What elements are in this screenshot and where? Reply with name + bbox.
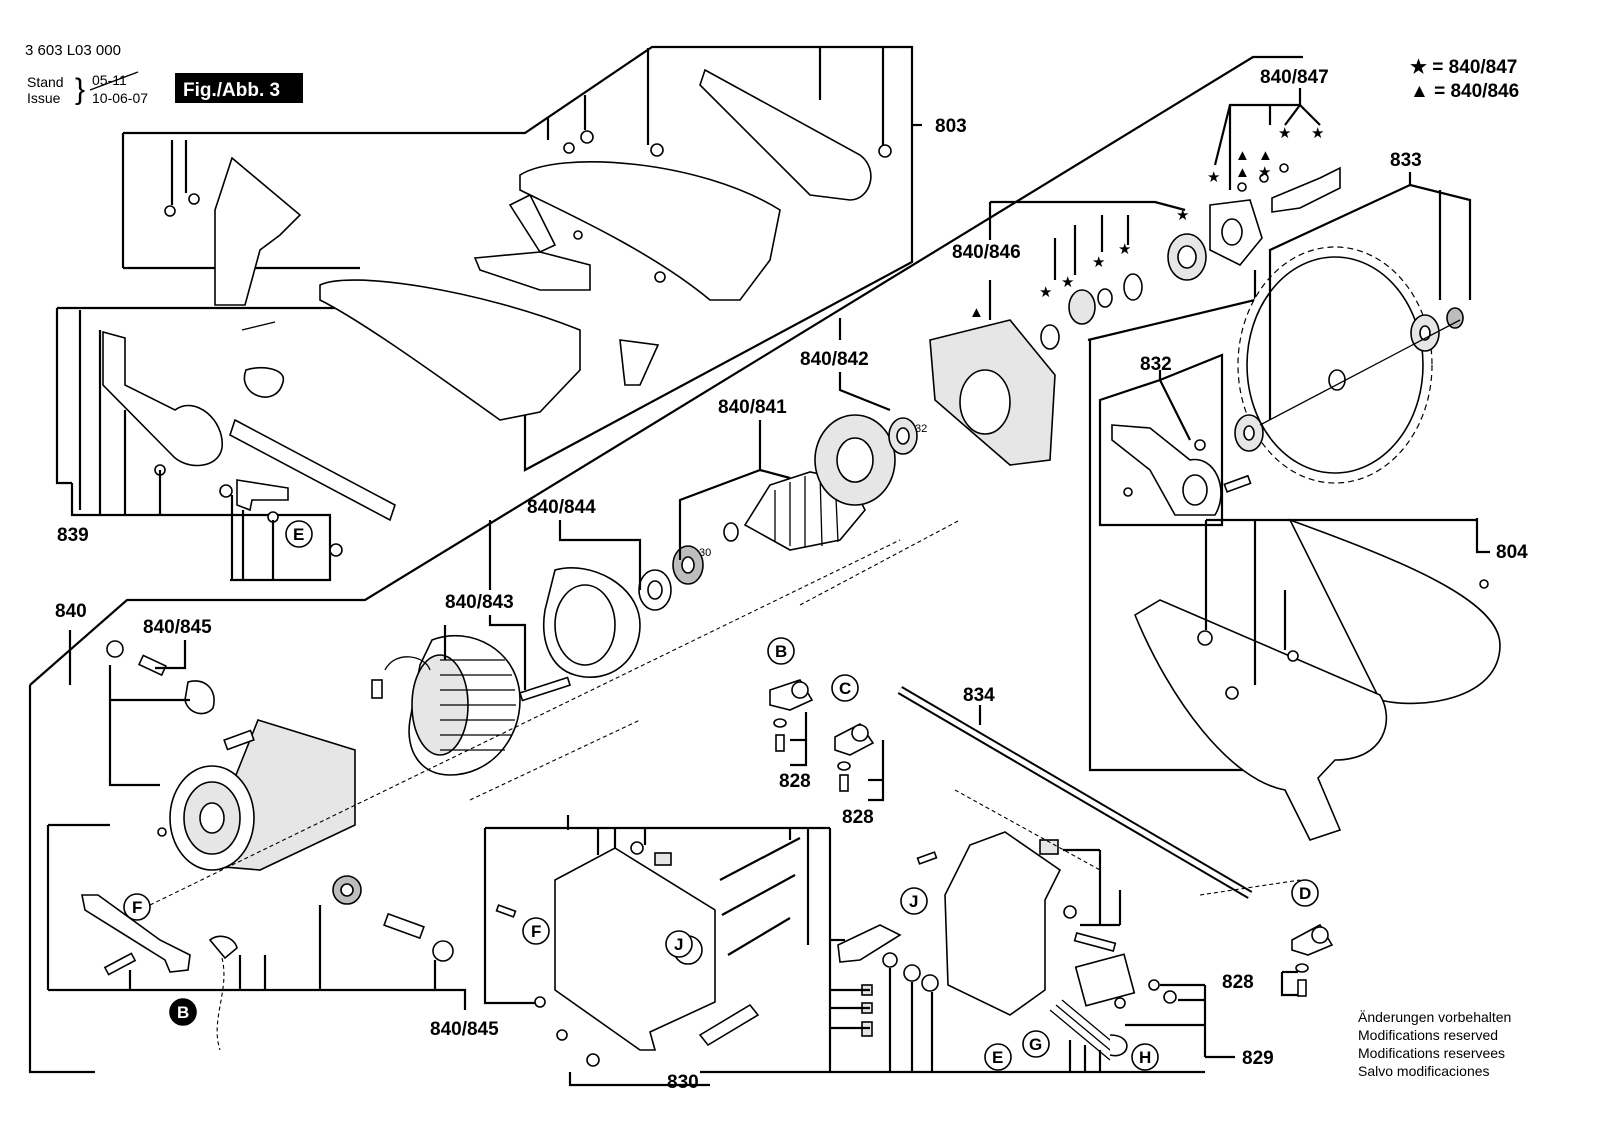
marker-c: C bbox=[839, 679, 851, 698]
note-spanish: Salvo modificaciones bbox=[1358, 1063, 1490, 1079]
dimension-30: 30 bbox=[699, 547, 711, 559]
svg-text:★: ★ bbox=[1311, 125, 1324, 142]
blade-guard-upper bbox=[164, 68, 892, 421]
boundary-839 bbox=[55, 308, 72, 485]
marker-f-right: F bbox=[531, 922, 541, 941]
callout-840-846: 840/846 bbox=[952, 242, 1021, 263]
marker-h: H bbox=[1139, 1048, 1151, 1067]
boundary-804 bbox=[1087, 270, 1257, 342]
riving-knife-assembly bbox=[102, 330, 396, 557]
svg-text:★: ★ bbox=[1176, 207, 1189, 224]
svg-text:★: ★ bbox=[1092, 254, 1105, 271]
callout-803: 803 bbox=[935, 116, 967, 137]
callout-840-844: 840/844 bbox=[527, 497, 596, 518]
issue-date: 10-06-07 bbox=[92, 90, 148, 106]
callout-840: 840 bbox=[55, 601, 87, 622]
svg-text:★: ★ bbox=[1039, 284, 1052, 301]
svg-text:▲: ▲ bbox=[1235, 164, 1250, 181]
motor-housing bbox=[81, 567, 641, 1051]
flange-bracket bbox=[1111, 424, 1252, 516]
armature-assembly: 32 30 bbox=[638, 163, 1341, 611]
note-english: Modifications reserved bbox=[1358, 1027, 1498, 1043]
connection-markers: B C D B E E F F G H J J bbox=[123, 520, 1319, 1071]
blade-guard-lower bbox=[1133, 518, 1501, 841]
dimension-32: 32 bbox=[915, 423, 927, 435]
callout-830: 830 bbox=[667, 1072, 699, 1093]
variant-markers: ★ ★ ▲ ▲ ▲ ★ ★ ★ ★ ★ ★ ★ ▲ bbox=[969, 125, 1324, 321]
callout-840-847: 840/847 bbox=[1260, 67, 1329, 88]
assembly-boundaries bbox=[28, 45, 1490, 1087]
callout-840-842: 840/842 bbox=[800, 349, 869, 370]
note-french: Modifications reservees bbox=[1358, 1045, 1505, 1061]
callout-840-845-upper: 840/845 bbox=[143, 617, 212, 638]
marker-e-upper: E bbox=[293, 525, 304, 544]
svg-text:★: ★ bbox=[1118, 241, 1131, 258]
cable-clamps bbox=[769, 679, 1334, 997]
figure-label: Fig./Abb. 3 bbox=[183, 80, 280, 101]
svg-text:★: ★ bbox=[1207, 169, 1220, 186]
marker-b-lower: B bbox=[177, 1003, 189, 1022]
stand-label: Stand bbox=[27, 74, 64, 90]
legend-star: ★ = 840/847 bbox=[1410, 57, 1517, 78]
header-block: 3 603 L03 000 Stand Issue } 05-11 10-06-… bbox=[25, 42, 303, 106]
callout-labels: 803 804 828 828 828 829 830 832 833 834 … bbox=[55, 67, 1528, 1093]
figure-label-box bbox=[175, 73, 303, 103]
marker-g: G bbox=[1029, 1035, 1042, 1054]
marker-j-left: J bbox=[674, 935, 683, 954]
svg-text:▲: ▲ bbox=[969, 304, 984, 321]
callout-828-b: 828 bbox=[842, 807, 874, 828]
callout-832: 832 bbox=[1140, 354, 1172, 375]
shaft-rod bbox=[897, 686, 1253, 899]
svg-text:▲: ▲ bbox=[1258, 147, 1273, 164]
modification-notice: Änderungen vorbehalten Modifications res… bbox=[1358, 1009, 1511, 1079]
boundary-803 bbox=[123, 45, 914, 472]
svg-text:★: ★ bbox=[1258, 164, 1271, 181]
leader-lines bbox=[46, 48, 1472, 1072]
boundary-830 bbox=[483, 828, 540, 1005]
marker-d: D bbox=[1299, 884, 1311, 903]
header-brace: } bbox=[75, 73, 85, 106]
callout-828-c: 828 bbox=[1222, 972, 1254, 993]
callout-804: 804 bbox=[1496, 542, 1528, 563]
marker-j-right: J bbox=[909, 892, 918, 911]
doc-number: 3 603 L03 000 bbox=[25, 42, 121, 59]
stand-old-date: 05-11 bbox=[92, 72, 127, 88]
strikeout-line bbox=[89, 71, 139, 91]
legend-triangle: ▲ = 840/846 bbox=[1410, 81, 1519, 102]
switch-bracket bbox=[837, 831, 1177, 1061]
svg-text:★: ★ bbox=[1061, 274, 1074, 291]
callout-829: 829 bbox=[1242, 1048, 1274, 1069]
marker-e-lower: E bbox=[992, 1048, 1003, 1067]
marker-b-upper: B bbox=[775, 642, 787, 661]
svg-text:★: ★ bbox=[1278, 125, 1291, 142]
mounting-plate bbox=[495, 837, 801, 1067]
legend-block: ★ = 840/847 ▲ = 840/846 bbox=[1410, 57, 1519, 102]
note-german: Änderungen vorbehalten bbox=[1358, 1009, 1511, 1025]
callout-839: 839 bbox=[57, 525, 89, 546]
boundary-840 bbox=[28, 685, 95, 1074]
callout-840-843: 840/843 bbox=[445, 592, 514, 613]
callout-834: 834 bbox=[963, 685, 995, 706]
callout-840-841: 840/841 bbox=[718, 397, 787, 418]
marker-f-left: F bbox=[132, 898, 142, 917]
issue-label: Issue bbox=[27, 90, 61, 106]
callout-840-845-lower: 840/845 bbox=[430, 1019, 499, 1040]
svg-text:▲: ▲ bbox=[1235, 147, 1250, 164]
callout-828-a: 828 bbox=[779, 771, 811, 792]
saw-blade bbox=[1234, 246, 1464, 484]
callout-833: 833 bbox=[1390, 150, 1422, 171]
